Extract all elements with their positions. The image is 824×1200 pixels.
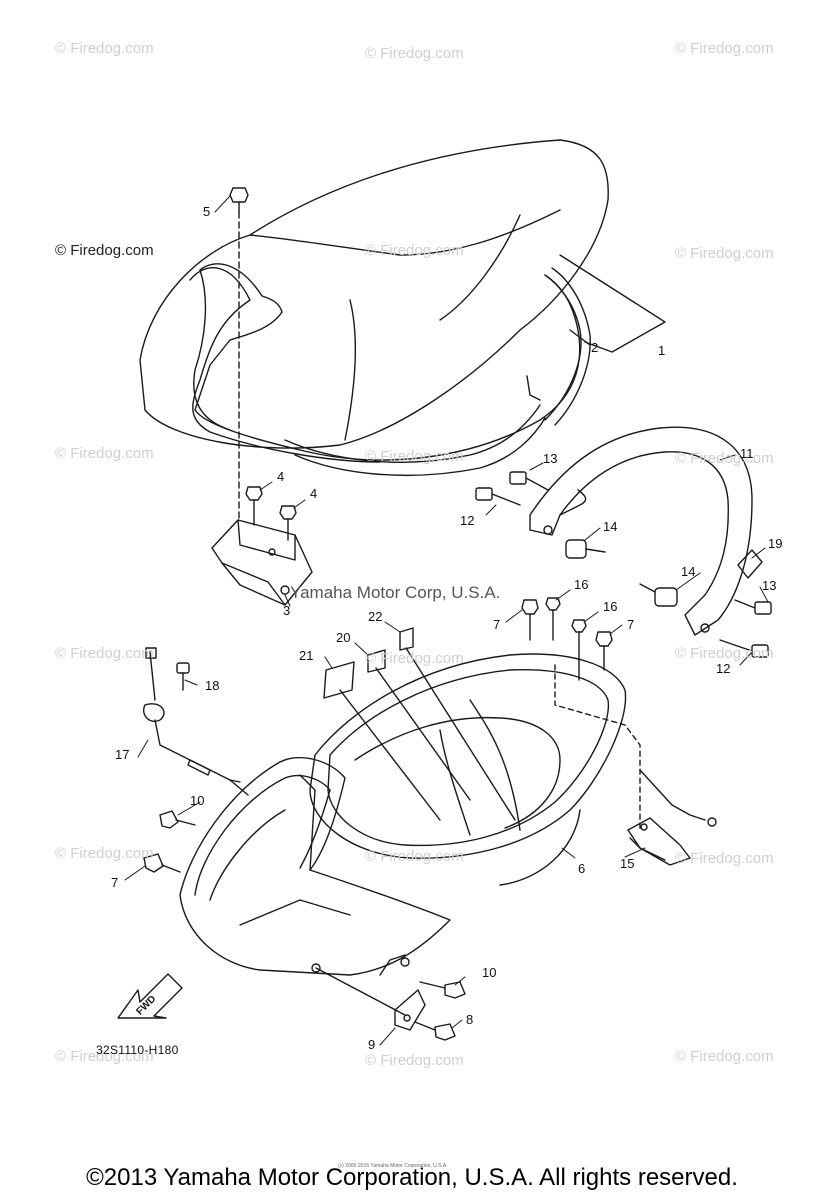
bolt-7a — [521, 599, 539, 641]
leader-20 — [375, 667, 471, 801]
watermark-text: © Firedog.com — [365, 242, 464, 259]
callout-9: 9 — [368, 1037, 376, 1052]
bolt-8 — [414, 1021, 456, 1041]
callout-13: 13 — [543, 451, 558, 466]
callout-8: 8 — [466, 1012, 474, 1027]
seat-lock-latch — [627, 817, 691, 866]
watermark-text: © Firedog.com — [55, 1048, 154, 1065]
bolt-4a — [245, 486, 263, 526]
callout-21: 21 — [299, 648, 314, 663]
watermark-text: © Firedog.com — [675, 450, 774, 467]
seat-part — [139, 139, 609, 449]
bolt-13b — [734, 599, 772, 615]
leader-9 — [315, 967, 406, 1016]
callout-16: 16 — [574, 577, 589, 592]
seat-hinge-bracket — [211, 519, 313, 606]
callout-10: 10 — [482, 965, 497, 980]
grab-bar-part — [529, 426, 753, 636]
seat-lock-cable — [143, 647, 249, 796]
bolt-10a — [159, 810, 196, 829]
bolt-12a — [475, 487, 521, 506]
leader-15 — [554, 664, 641, 831]
diagram-part-number: 32S1110-H180 — [96, 1043, 179, 1057]
watermark-text: © Firedog.com — [675, 645, 774, 662]
collar-14a — [565, 539, 606, 559]
copyright-footer: ©2013 Yamaha Motor Corporation, U.S.A. A… — [86, 1164, 738, 1191]
callout-7: 7 — [493, 617, 501, 632]
callout-16: 16 — [603, 599, 618, 614]
bolt-10b — [419, 981, 466, 999]
watermark-text: © Firedog.com — [365, 45, 464, 62]
callout-20: 20 — [336, 630, 351, 645]
leader-1 — [559, 254, 666, 353]
screw-18 — [176, 662, 190, 691]
watermark-text: © Firedog.com — [55, 645, 154, 662]
cable-end-ring — [707, 817, 717, 827]
callout-22: 22 — [368, 609, 383, 624]
callout-1: 1 — [658, 343, 666, 358]
callout-12: 12 — [716, 661, 731, 676]
label-19 — [737, 549, 763, 579]
watermark-text: © Firedog.com — [55, 845, 154, 862]
watermark-featured: © Firedog.com — [55, 242, 154, 259]
callout-4: 4 — [277, 469, 285, 484]
watermark-text: © Firedog.com — [675, 1048, 774, 1065]
callout-7: 7 — [627, 617, 635, 632]
bolt-7b — [595, 631, 613, 671]
leader-22 — [405, 647, 516, 821]
callout-19: 19 — [768, 536, 783, 551]
callout-14: 14 — [681, 564, 696, 579]
leader-2 — [569, 329, 591, 346]
collar-14b — [639, 583, 678, 607]
callout-11: 11 — [740, 446, 754, 461]
luggage-box-part — [179, 653, 627, 976]
watermark-text: © Firedog.com — [675, 850, 774, 867]
callout-15: 15 — [620, 856, 635, 871]
watermark-text: © Firedog.com — [55, 445, 154, 462]
label-21 — [323, 661, 355, 699]
watermark-text: © Firedog.com — [365, 1052, 464, 1069]
watermark-text: © Firedog.com — [675, 245, 774, 262]
callout-10: 10 — [190, 793, 205, 808]
watermark-text: © Firedog.com — [365, 650, 464, 667]
bracket-9 — [394, 989, 426, 1031]
fwd-arrow — [117, 973, 183, 1019]
bolt-16a — [545, 597, 561, 641]
callout-6: 6 — [578, 861, 586, 876]
label-22 — [399, 627, 414, 651]
watermark-text: © Firedog.com — [365, 448, 464, 465]
cable-end — [639, 769, 706, 821]
bolt-4b — [279, 505, 297, 541]
callout-18: 18 — [205, 678, 220, 693]
callout-3: 3 — [283, 603, 291, 618]
bolt-12b — [719, 639, 769, 658]
bolt-16b — [571, 619, 587, 681]
tiny-notice: (c) 2005-2016 Yamaha Motor Corporation, … — [338, 1163, 448, 1169]
watermark-text: © Firedog.com — [55, 40, 154, 57]
callout-7: 7 — [111, 875, 119, 890]
seat-base-part — [189, 263, 591, 477]
callout-2: 2 — [591, 340, 599, 355]
bolt-7c — [143, 853, 181, 873]
label-20 — [367, 649, 386, 673]
watermark-text: © Firedog.com — [675, 40, 774, 57]
callout-5: 5 — [203, 204, 211, 219]
watermark-text: © Firedog.com — [365, 848, 464, 865]
callout-4: 4 — [310, 486, 318, 501]
callout-12: 12 — [460, 513, 475, 528]
callout-13: 13 — [762, 578, 777, 593]
bolt-5 — [229, 187, 249, 213]
center-watermark: Yamaha Motor Corp, U.S.A. — [290, 583, 501, 602]
callout-14: 14 — [603, 519, 618, 534]
bolt-13a — [509, 471, 549, 491]
leader-21 — [339, 689, 441, 821]
callout-17: 17 — [115, 747, 130, 762]
